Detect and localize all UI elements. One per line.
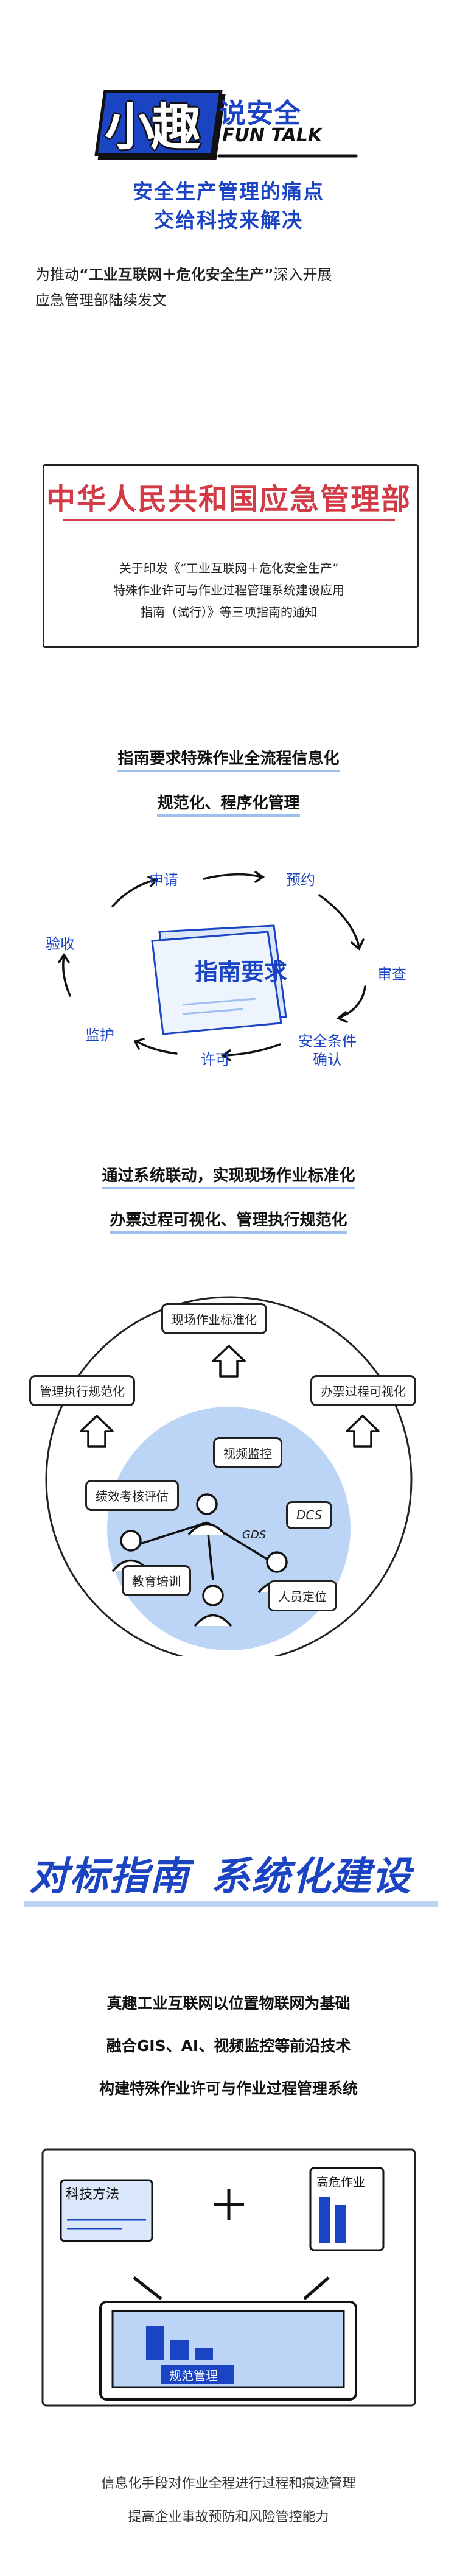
document-card xyxy=(43,464,419,648)
intro-quote: “工业互联网＋危化安全生产” xyxy=(79,266,274,283)
dcs-bubble: DCS xyxy=(286,1501,333,1529)
document-text: 关于印发《“工业互联网＋危化安全生产” 特殊作业许可与作业过程管理系统建设应用 … xyxy=(58,557,400,623)
logo-english: FUN TALK xyxy=(222,125,323,146)
top-bubble: 现场作业标准化 xyxy=(161,1303,267,1334)
screen-label: 规范管理 xyxy=(169,2368,218,2383)
footer-line2: 提高企业事故预防和风险管控能力 xyxy=(128,2510,329,2525)
intro-paragraph: 为推动“工业互联网＋危化安全生产”深入开展 应急管理部陆续发文 xyxy=(35,262,425,313)
footer-line1: 信息化手段对作业全程进行过程和痕迹管理 xyxy=(101,2476,356,2491)
banner-title: 对标指南 系统化建设 xyxy=(29,1845,412,1901)
process-cycle-diagram xyxy=(58,871,366,1061)
arrow-confirm-permit xyxy=(224,1043,281,1057)
document-line2: 特殊作业许可与作业过程管理系统建设应用 xyxy=(113,583,344,597)
arrow-right xyxy=(303,2276,330,2300)
center-label: 指南要求 xyxy=(195,959,288,985)
arrow-up-right xyxy=(346,1415,380,1448)
intro-suffix: 深入开展 xyxy=(273,266,332,283)
arrow-permit-monitor xyxy=(136,1040,178,1055)
document-red-rule xyxy=(63,519,395,521)
video-bubble: 视频监控 xyxy=(213,1437,282,1468)
management-illustration xyxy=(41,2148,416,2407)
document-title: 中华人民共和国应急管理部 xyxy=(46,482,411,516)
people-network-icon xyxy=(111,1493,296,1627)
node-accept: 验收 xyxy=(46,935,75,952)
logo-say: 说安全 xyxy=(219,98,301,129)
guideline-paper-icon xyxy=(151,924,287,1035)
arrow-reserve-review xyxy=(318,894,360,948)
edu-bubble: 教育培训 xyxy=(122,1565,191,1596)
node-monitor: 监护 xyxy=(85,1027,114,1044)
left-bubble: 管理执行规范化 xyxy=(29,1375,135,1406)
banner-part2: 系统化建设 xyxy=(211,1854,413,1899)
node-apply: 申请 xyxy=(149,871,178,889)
section3-line2: 融合GIS、AI、视频监控等前沿技术 xyxy=(106,2037,351,2055)
subtitle-line2: 交给科技来解决 xyxy=(154,208,303,232)
node-permit: 许可 xyxy=(201,1051,230,1068)
banner-part1: 对标指南 xyxy=(29,1854,190,1899)
document-line3: 指南（试行）》等三项指南的通知 xyxy=(141,605,317,619)
intro-line2: 应急管理部陆续发文 xyxy=(35,292,167,309)
arrow-apply-reserve xyxy=(203,873,263,880)
intro-prefix: 为推动 xyxy=(35,266,79,283)
arrow-review-confirm xyxy=(340,985,366,1018)
gds-label: GDS xyxy=(242,1529,267,1541)
section3-line3: 构建特殊作业许可与作业过程管理系统 xyxy=(99,2080,358,2097)
right-bubble: 办票过程可视化 xyxy=(310,1375,416,1406)
document-line1: 关于印发《“工业互联网＋危化安全生产” xyxy=(119,561,339,575)
section1-line2: 规范化、程序化管理 xyxy=(0,790,457,817)
locate-bubble: 人员定位 xyxy=(268,1580,337,1611)
method-card xyxy=(60,2179,153,2242)
arrow-accept-apply xyxy=(111,879,156,907)
arrow-left xyxy=(133,2276,162,2300)
arrow-monitor-accept xyxy=(62,955,71,997)
perf-bubble: 绩效考核评估 xyxy=(85,1480,179,1511)
banner-underline xyxy=(24,1901,438,1907)
section2-line2: 办票过程可视化、管理执行规范化 xyxy=(0,1208,457,1234)
section3-line1: 真趣工业互联网以位置物联网为基础 xyxy=(106,1994,351,2012)
hazard-label: 高危作业 xyxy=(316,2175,365,2189)
node-reserve: 预约 xyxy=(286,871,315,889)
arrow-up-left xyxy=(80,1415,114,1448)
plus-icon xyxy=(214,2189,244,2220)
arrow-up-center xyxy=(212,1345,246,1378)
logo-main: 小趣 xyxy=(105,99,201,157)
method-label: 科技方法 xyxy=(66,2187,120,2202)
node-review: 审查 xyxy=(377,966,406,983)
logo-underline xyxy=(217,154,358,158)
outer-circle xyxy=(45,1296,413,1656)
section1-line1: 指南要求特殊作业全流程信息化 xyxy=(0,746,457,772)
node-confirm: 安全条件确认 xyxy=(298,1033,357,1068)
section2-line1: 通过系统联动，实现现场作业标准化 xyxy=(0,1163,457,1189)
subtitle-line1: 安全生产管理的痛点 xyxy=(133,180,324,203)
